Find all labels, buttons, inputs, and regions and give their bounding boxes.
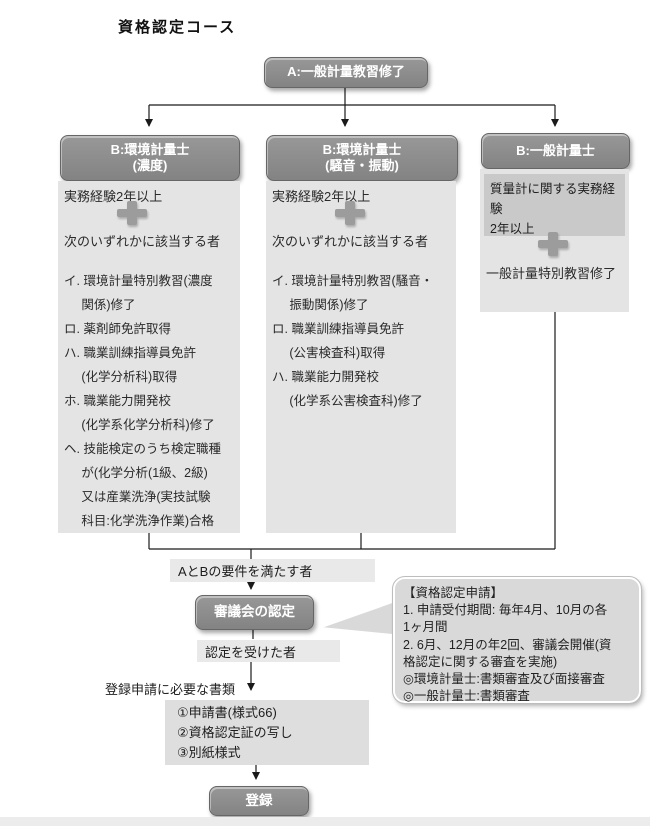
special-training-completed: 一般計量特別教習修了 (486, 266, 617, 281)
panel-general-meter-requirements: 質量計に関する実務経験 2年以上 一般計量特別教習修了 (480, 169, 629, 312)
condition-items: イ. 環境計量特別教習(騒音・ 振動関係)修了 ロ. 職業訓練指導員免許 (公害… (272, 274, 434, 408)
condition-intro: 次のいずれかに該当する者 (64, 234, 221, 249)
certified-person-label: 認定を受けた者 (197, 640, 340, 662)
experience-requirement: 実務経験2年以上 (64, 189, 163, 204)
callout-tail (317, 597, 402, 638)
plus-icon (117, 201, 147, 225)
condition-intro: 次のいずれかに該当する者 (272, 234, 429, 249)
node-general-meter: B:一般計量士 (481, 133, 630, 169)
node-env-meter-concentration: B:環境計量士 (濃度) (60, 135, 240, 181)
plus-icon (538, 232, 568, 256)
panel-concentration-requirements: 実務経験2年以上 次のいずれかに該当する者 イ. 環境計量特別教習(濃度 関係)… (58, 181, 240, 533)
condition-items: イ. 環境計量特別教習(濃度 関係)修了 ロ. 薬剤師免許取得 ハ. 職業訓練指… (64, 274, 221, 528)
application-callout: 【資格認定申請】 1. 申請受付期間: 毎年4月、10月の各 1ヶ月間 2. 6… (392, 576, 642, 704)
plus-icon (335, 201, 365, 225)
page-bottom-strip (0, 817, 650, 826)
node-council-certification: 審議会の認定 (195, 595, 314, 630)
merge-condition-label: AとBの要件を満たす者 (170, 559, 375, 582)
required-documents-label: 登録申請に必要な書類 (105, 682, 236, 697)
required-documents-list: ①申請書(様式66) ②資格認定証の写し ③別紙様式 (165, 700, 369, 765)
experience-requirement: 実務経験2年以上 (272, 189, 371, 204)
experience-requirement: 質量計に関する実務経験 2年以上 (484, 174, 625, 236)
node-general-training-completed: A:一般計量教習修了 (264, 57, 428, 88)
node-register: 登録 (209, 786, 309, 816)
panel-noise-vibration-requirements: 実務経験2年以上 次のいずれかに該当する者 イ. 環境計量特別教習(騒音・ 振動… (266, 181, 456, 533)
node-env-meter-noise-vibration: B:環境計量士 (騒音・振動) (266, 135, 458, 181)
page-title: 資格認定コース (118, 19, 237, 36)
